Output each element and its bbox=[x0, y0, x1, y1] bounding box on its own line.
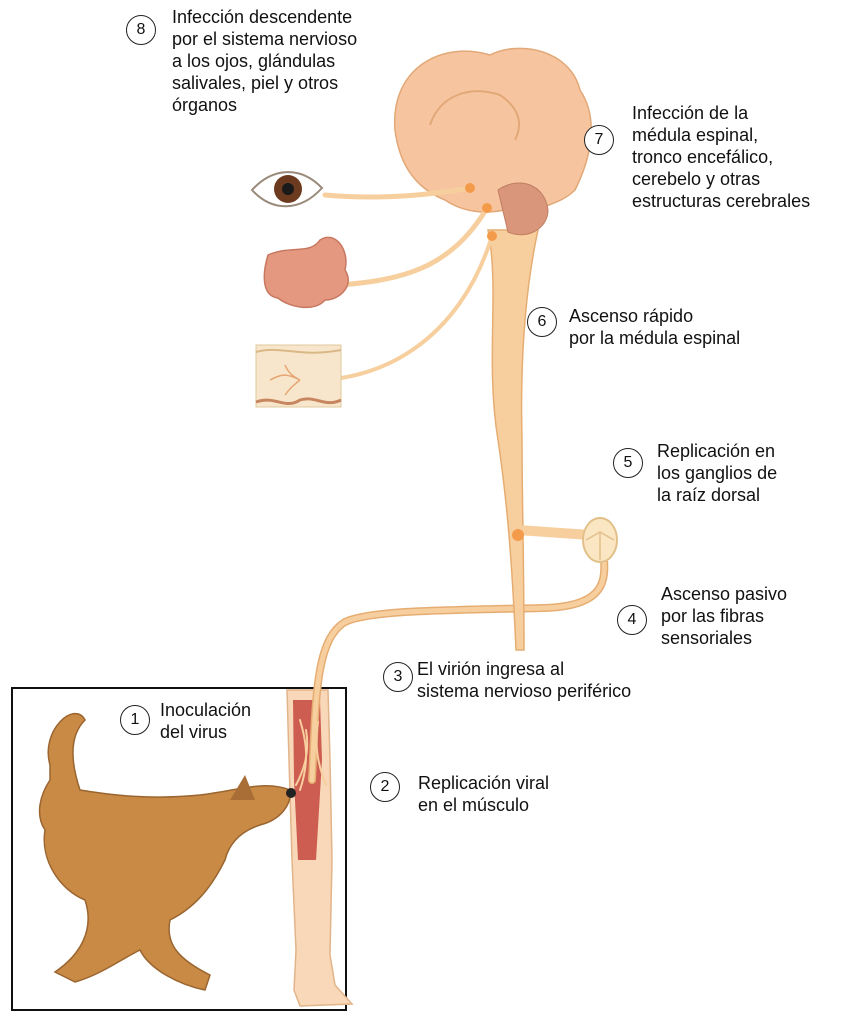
step-4: 4 Ascenso pasivo por las fibras sensoria… bbox=[617, 605, 787, 649]
ganglion-connector bbox=[518, 530, 590, 535]
step-number: 5 bbox=[613, 448, 643, 478]
salivary-gland-illustration bbox=[264, 237, 348, 307]
step-1: 1 Inoculación del virus bbox=[120, 705, 251, 743]
step-5: 5 Replicación en los ganglios de la raíz… bbox=[613, 448, 777, 506]
step-2: 2 Replicación viral en el músculo bbox=[370, 772, 549, 816]
node-skin bbox=[487, 231, 497, 241]
step-number: 2 bbox=[370, 772, 400, 802]
step-label: Replicación viral en el músculo bbox=[418, 772, 549, 816]
step-label: Replicación en los ganglios de la raíz d… bbox=[657, 440, 777, 506]
step-label: Ascenso rápido por la médula espinal bbox=[569, 305, 740, 349]
step-label: Infección descendente por el sistema ner… bbox=[172, 6, 357, 116]
step-7: 7 Infección de la médula espinal, tronco… bbox=[584, 125, 810, 212]
spinal-cord bbox=[488, 230, 538, 650]
step-label: Infección de la médula espinal, tronco e… bbox=[632, 102, 810, 212]
skin-illustration bbox=[256, 345, 341, 407]
node-spinal-ganglion bbox=[512, 529, 524, 541]
step-number: 3 bbox=[383, 662, 413, 692]
step-label: Inoculación del virus bbox=[160, 699, 251, 743]
node-gland bbox=[482, 203, 492, 213]
brain bbox=[395, 48, 592, 234]
step-number: 6 bbox=[527, 307, 557, 337]
step-label: El virión ingresa al sistema nervioso pe… bbox=[417, 658, 631, 702]
step-number: 1 bbox=[120, 705, 150, 735]
step-number: 4 bbox=[617, 605, 647, 635]
step-number: 7 bbox=[584, 125, 614, 155]
step-number: 8 bbox=[126, 15, 156, 45]
step-3: 3 El virión ingresa al sistema nervioso … bbox=[383, 662, 631, 702]
step-6: 6 Ascenso rápido por la médula espinal bbox=[527, 307, 740, 349]
step-8: 8 Infección descendente por el sistema n… bbox=[126, 15, 357, 116]
node-eye bbox=[465, 183, 475, 193]
step-label: Ascenso pasivo por las fibras sensoriale… bbox=[661, 583, 787, 649]
eye-illustration bbox=[252, 172, 322, 206]
